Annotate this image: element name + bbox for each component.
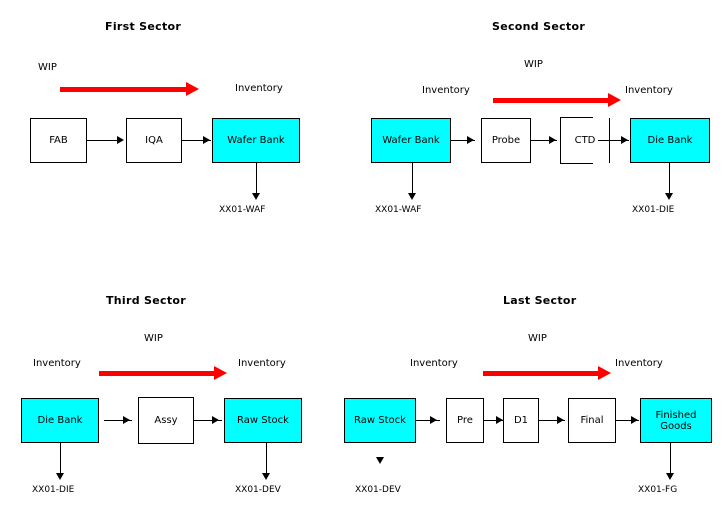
output-arrowhead-wafer-bank-first [252,193,260,200]
output-arrowhead-raw-stock-last [376,457,384,464]
node-assy-label: Assy [154,415,178,426]
node-pre[interactable]: Pre [446,398,484,443]
wip-label-first: WIP [38,62,57,73]
node-d1[interactable]: D1 [503,398,539,443]
output-label-xx01-waf-first: XX01-WAF [219,205,266,215]
connector-wafer-bank-to-probe [451,140,475,141]
inventory-label-first-1: Inventory [235,83,283,94]
wip-label-last: WIP [528,333,547,344]
node-die-bank-second-label: Die Bank [647,135,693,146]
node-iqa[interactable]: IQA [126,118,182,163]
node-finished-goods-label: Finished Goods [655,409,697,432]
connector-pre-to-d1-head [496,416,503,424]
node-final-label: Final [580,415,604,426]
output-connector-die-bank-second [669,163,670,195]
connector-fab-to-iqa-head [117,136,124,144]
node-raw-stock-third-label: Raw Stock [237,415,289,426]
node-d1-label: D1 [513,415,529,426]
node-wafer-bank-second-label: Wafer Bank [382,135,440,146]
inventory-label-last-1: Inventory [410,358,458,369]
output-connector-wafer-bank-first [256,163,257,195]
output-connector-finished-goods [670,443,671,475]
output-connector-raw-stock-third [266,443,267,475]
connector-final-to-finished-goods [616,420,639,421]
node-wafer-bank-first[interactable]: Wafer Bank [212,118,300,163]
output-label-xx01-dev-third: XX01-DEV [235,485,281,495]
connector-fab-to-iqa [87,140,117,141]
connector-raw-stock-to-pre [416,420,440,421]
wip-flow-arrow-last [483,371,599,376]
connector-ctd-to-die-bank [598,140,629,141]
inventory-label-second-2: Inventory [625,85,673,96]
connector-die-bank-to-assy [104,420,132,421]
wip-label-second: WIP [524,59,543,70]
wip-flow-arrow-third [99,371,215,376]
connector-assy-to-raw-stock [194,420,222,421]
node-assy[interactable]: Assy [138,397,194,444]
connector-d1-to-final [539,420,565,421]
node-final[interactable]: Final [568,398,616,443]
output-label-xx01-die-third: XX01-DIE [32,485,75,495]
sector-title-last: Last Sector [503,294,577,307]
connector-die-bank-to-assy-head [123,416,130,424]
output-label-xx01-dev-last: XX01-DEV [355,485,401,495]
node-pre-label: Pre [457,415,473,426]
connector-raw-stock-to-pre-head [430,416,437,424]
node-raw-stock-last[interactable]: Raw Stock [344,398,416,443]
node-probe-label: Probe [491,135,521,146]
node-die-bank-third[interactable]: Die Bank [21,398,99,443]
connector-final-to-finished-goods-head [631,416,638,424]
node-die-bank-second[interactable]: Die Bank [630,118,710,163]
node-die-bank-third-label: Die Bank [37,415,83,426]
output-label-xx01-die-second: XX01-DIE [632,205,675,215]
wip-flow-arrowhead-third [214,366,227,380]
node-finished-goods[interactable]: Finished Goods [640,398,712,443]
connector-probe-to-ctd [531,140,557,141]
output-connector-die-bank-third [60,443,61,475]
inventory-label-third-2: Inventory [238,358,286,369]
output-arrowhead-finished-goods [666,473,674,480]
wip-flow-arrow-second [493,98,609,103]
inventory-label-last-2: Inventory [615,358,663,369]
node-fab-label: FAB [49,135,68,146]
node-raw-stock-third[interactable]: Raw Stock [224,398,302,443]
sector-title-third: Third Sector [106,294,186,307]
wip-flow-arrowhead-second [608,93,621,107]
output-arrowhead-die-bank-second [665,193,673,200]
node-wafer-bank-second[interactable]: Wafer Bank [371,118,451,163]
node-wafer-bank-first-label: Wafer Bank [227,135,285,146]
connector-wafer-bank-to-probe-head [467,136,474,144]
node-iqa-label: IQA [145,135,163,146]
output-arrowhead-wafer-bank-second [408,193,416,200]
node-probe[interactable]: Probe [481,118,531,163]
sector-title-first: First Sector [105,20,182,33]
connector-iqa-to-wafer-bank [182,140,211,141]
output-label-xx01-fg: XX01-FG [638,485,678,495]
connector-assy-to-raw-stock-head [212,416,219,424]
node-raw-stock-last-label: Raw Stock [354,415,406,426]
node-fab[interactable]: FAB [30,118,87,163]
connector-d1-to-final-head [557,416,564,424]
inventory-label-third-1: Inventory [33,358,81,369]
node-ctd-label: CTD [574,135,596,146]
sector-title-second: Second Sector [492,20,586,33]
output-label-xx01-waf-second: XX01-WAF [375,205,422,215]
connector-ctd-to-die-bank-head [621,136,628,144]
output-arrowhead-raw-stock-third [262,473,270,480]
wip-flow-arrowhead-last [598,366,611,380]
inventory-label-second-1: Inventory [422,85,470,96]
connector-pre-to-d1 [484,420,506,421]
wip-flow-arrow-first [60,87,187,92]
connector-iqa-to-wafer-bank-head [203,136,210,144]
wip-label-third: WIP [144,333,163,344]
output-arrowhead-die-bank-third [56,473,64,480]
connector-probe-to-ctd-head [549,136,556,144]
output-connector-wafer-bank-second [412,163,413,195]
wip-flow-arrowhead-first [186,82,199,96]
